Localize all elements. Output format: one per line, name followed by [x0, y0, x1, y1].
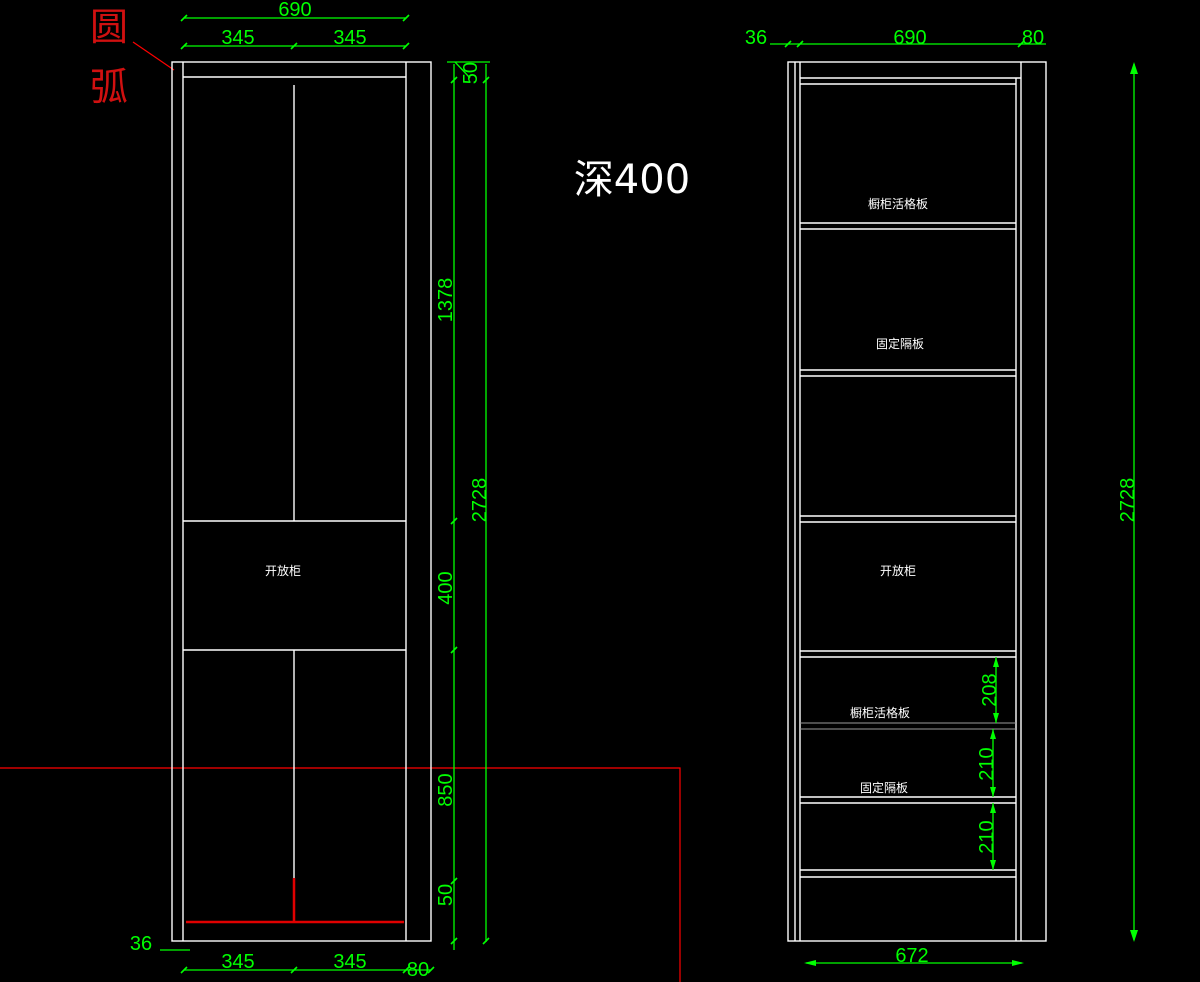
left-bottom-half-2: 345 — [333, 951, 366, 973]
right-top-36: 36 — [745, 27, 767, 49]
right-top-80: 80 — [1022, 27, 1044, 49]
arc-note-line1: 圆 — [90, 5, 128, 49]
depth-label: 深400 — [574, 157, 690, 203]
left-top-half-2: 345 — [333, 27, 366, 49]
red-markup: 圆 弧 — [0, 5, 681, 982]
right-dim-210b: 210 — [976, 820, 998, 853]
right-outer-frame — [787, 61, 1047, 942]
right-dimensions: 36 690 80 2728 208 210 210 672 — [745, 27, 1139, 967]
right-label-open: 开放柜 — [880, 563, 916, 578]
left-top-width: 690 — [278, 0, 311, 21]
arc-note-line2: 弧 — [90, 65, 128, 109]
right-label-shelf2: 固定隔板 — [876, 336, 924, 351]
left-bottom-half-1: 345 — [221, 951, 254, 973]
red-outline — [0, 767, 681, 982]
left-height-total: 2728 — [469, 478, 491, 523]
left-bottom-80: 80 — [407, 959, 429, 981]
left-bottom-36: 36 — [130, 933, 152, 955]
left-outer-frame — [171, 61, 432, 942]
right-label-shelf3: 橱柜活格板 — [850, 705, 910, 720]
left-cabinet-elevation: 开放柜 — [171, 61, 432, 942]
left-top-offset: 50 — [460, 62, 482, 84]
left-height-open: 400 — [435, 571, 457, 604]
right-dim-208: 208 — [979, 673, 1001, 706]
left-height-plinth: 50 — [435, 884, 457, 906]
left-height-lower: 850 — [435, 773, 457, 806]
right-top-690: 690 — [893, 27, 926, 49]
left-dimensions: 690 345 345 50 1378 400 850 50 2728 36 — [130, 0, 491, 981]
left-height-upper: 1378 — [435, 278, 457, 323]
right-dim-210a: 210 — [976, 747, 998, 780]
right-cabinet-elevation: 橱柜活格板 固定隔板 开放柜 橱柜活格板 固定隔板 — [787, 61, 1047, 942]
arc-leader-line — [132, 41, 175, 71]
right-height-total: 2728 — [1117, 478, 1139, 523]
right-label-shelf4: 固定隔板 — [860, 780, 908, 795]
left-open-label: 开放柜 — [265, 563, 301, 578]
right-bottom-672: 672 — [895, 945, 928, 967]
left-top-half-1: 345 — [221, 27, 254, 49]
right-label-shelf1: 橱柜活格板 — [868, 196, 928, 211]
